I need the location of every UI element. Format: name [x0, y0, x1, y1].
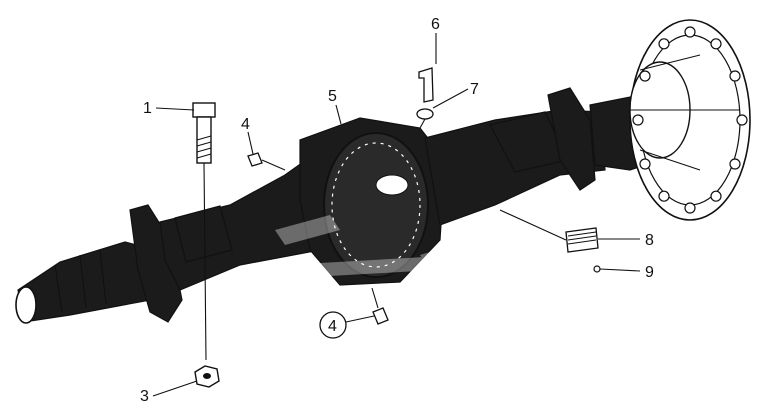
- wheel-stud: [639, 158, 651, 170]
- callout-label: 5: [328, 88, 337, 105]
- callout-8: 8: [598, 232, 654, 249]
- callout-6: 6: [431, 16, 440, 64]
- callout-label: 4: [241, 116, 250, 133]
- breather-part-6: [418, 67, 434, 103]
- wheel-hub: [629, 19, 751, 221]
- rivet-part-9: [593, 265, 601, 273]
- bolt-head: [192, 102, 216, 118]
- callout-7: 7: [432, 81, 479, 109]
- plug-part-4-upper: [247, 152, 286, 171]
- callout-label: 1: [143, 100, 152, 117]
- left-shaft-end: [15, 286, 37, 324]
- callout-4-upper: 4: [241, 116, 254, 155]
- wheel-stud: [736, 114, 748, 126]
- callout-label: 7: [470, 81, 479, 98]
- right-flange: [547, 87, 596, 191]
- differential-opening: [323, 132, 429, 278]
- callout-label: 4: [328, 318, 337, 335]
- wheel-stud: [684, 26, 696, 38]
- nut-part-3: [194, 365, 220, 388]
- axle-housing: [15, 87, 661, 324]
- plate-part-8: [499, 209, 599, 253]
- callout-5: 5: [328, 88, 342, 125]
- wheel-stud: [729, 158, 741, 170]
- wheel-stud: [710, 38, 722, 50]
- callout-label: 6: [431, 16, 440, 33]
- callout-label: 9: [645, 264, 654, 281]
- watermark: [275, 215, 478, 278]
- callout-9: 9: [599, 264, 654, 281]
- washer-part-7: [416, 108, 434, 129]
- left-axle-shaft: [17, 241, 151, 323]
- callout-4-circled: 4: [319, 311, 375, 339]
- wheel-stud: [658, 190, 670, 202]
- callout-3: 3: [140, 380, 198, 405]
- callout-label: 8: [645, 232, 654, 249]
- callout-1: 1: [143, 100, 195, 117]
- wheel-stud: [658, 38, 670, 50]
- wheel-stud: [729, 70, 741, 82]
- wheel-stud: [684, 202, 696, 214]
- plug-part-4-lower: [371, 287, 389, 325]
- callout-label: 3: [140, 388, 149, 405]
- left-flange: [129, 204, 183, 323]
- wheel-stud: [632, 114, 644, 126]
- wheel-studs: [632, 26, 748, 214]
- wheel-stud: [710, 190, 722, 202]
- wheel-stud: [639, 70, 651, 82]
